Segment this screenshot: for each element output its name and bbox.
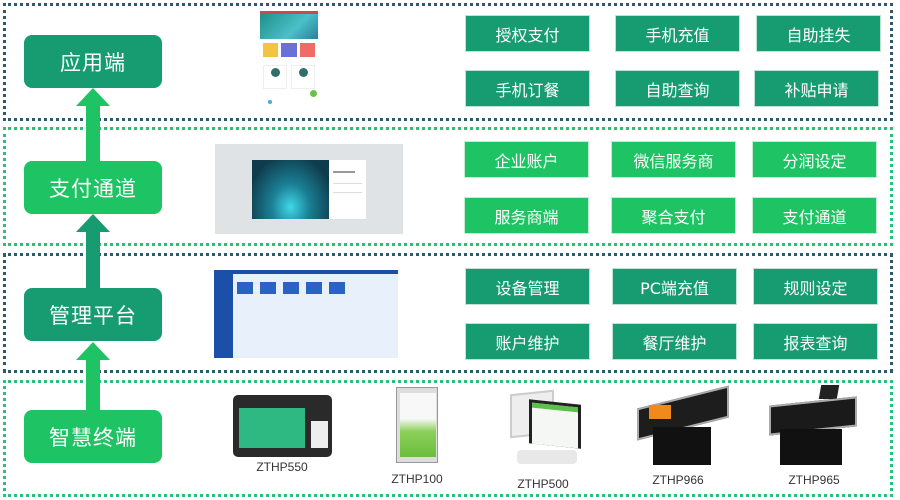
- feature-button-rule-settings[interactable]: 规则设定: [753, 268, 878, 305]
- device-zthp100-image: [396, 387, 438, 463]
- device-label-zthp500: ZTHP500: [517, 477, 569, 491]
- device-label-zthp965: ZTHP965: [788, 473, 840, 487]
- arrow-up-head-icon: [76, 342, 110, 360]
- feature-button-subsidy-application[interactable]: 补贴申请: [754, 70, 879, 107]
- feature-button-report-query[interactable]: 报表查询: [753, 323, 878, 360]
- feature-button-aggregated-payment[interactable]: 聚合支付: [611, 197, 736, 234]
- arrow-up-icon: [86, 230, 100, 290]
- feature-button-pc-recharge[interactable]: PC端充值: [612, 268, 737, 305]
- device-zthp500-image: [505, 389, 585, 470]
- feature-button-self-query[interactable]: 自助查询: [615, 70, 740, 107]
- device-label-zthp100: ZTHP100: [391, 472, 443, 486]
- mobile-app-screenshot: [260, 11, 318, 107]
- feature-button-self-report-loss[interactable]: 自助挂失: [756, 15, 881, 52]
- layer-payment-frame: [3, 127, 893, 246]
- feature-button-wechat-service-provider[interactable]: 微信服务商: [611, 141, 736, 178]
- login-page-screenshot: [215, 144, 403, 234]
- feature-button-account-maintenance[interactable]: 账户维护: [465, 323, 590, 360]
- feature-button-device-management[interactable]: 设备管理: [465, 268, 590, 305]
- feature-button-service-provider-portal[interactable]: 服务商端: [464, 197, 589, 234]
- layer-label-terminal: 智慧终端: [24, 410, 162, 463]
- feature-button-enterprise-account[interactable]: 企业账户: [464, 141, 589, 178]
- layer-label-app: 应用端: [24, 35, 162, 88]
- layer-label-payment: 支付通道: [24, 161, 162, 214]
- feature-button-mobile-recharge[interactable]: 手机充值: [615, 15, 740, 52]
- feature-button-profit-sharing-settings[interactable]: 分润设定: [752, 141, 877, 178]
- feature-button-mobile-ordering[interactable]: 手机订餐: [465, 70, 590, 107]
- arrow-up-head-icon: [76, 88, 110, 106]
- layer-management-frame: [3, 253, 893, 373]
- feature-button-canteen-maintenance[interactable]: 餐厅维护: [612, 323, 737, 360]
- arrow-up-icon: [86, 358, 100, 410]
- device-zthp550-image: [233, 395, 332, 457]
- feature-button-authorized-payment[interactable]: 授权支付: [465, 15, 590, 52]
- device-zthp966-image: [635, 385, 729, 467]
- layer-terminal-frame: [3, 380, 893, 497]
- arrow-up-icon: [86, 104, 100, 164]
- management-console-screenshot: [214, 270, 398, 358]
- layer-app-frame: [3, 3, 893, 121]
- arrow-up-head-icon: [76, 214, 110, 232]
- device-label-zthp550: ZTHP550: [256, 460, 308, 474]
- device-label-zthp966: ZTHP966: [652, 473, 704, 487]
- device-zthp965-image: [768, 385, 857, 467]
- feature-button-payment-channel[interactable]: 支付通道: [752, 197, 877, 234]
- layer-label-management: 管理平台: [24, 288, 162, 341]
